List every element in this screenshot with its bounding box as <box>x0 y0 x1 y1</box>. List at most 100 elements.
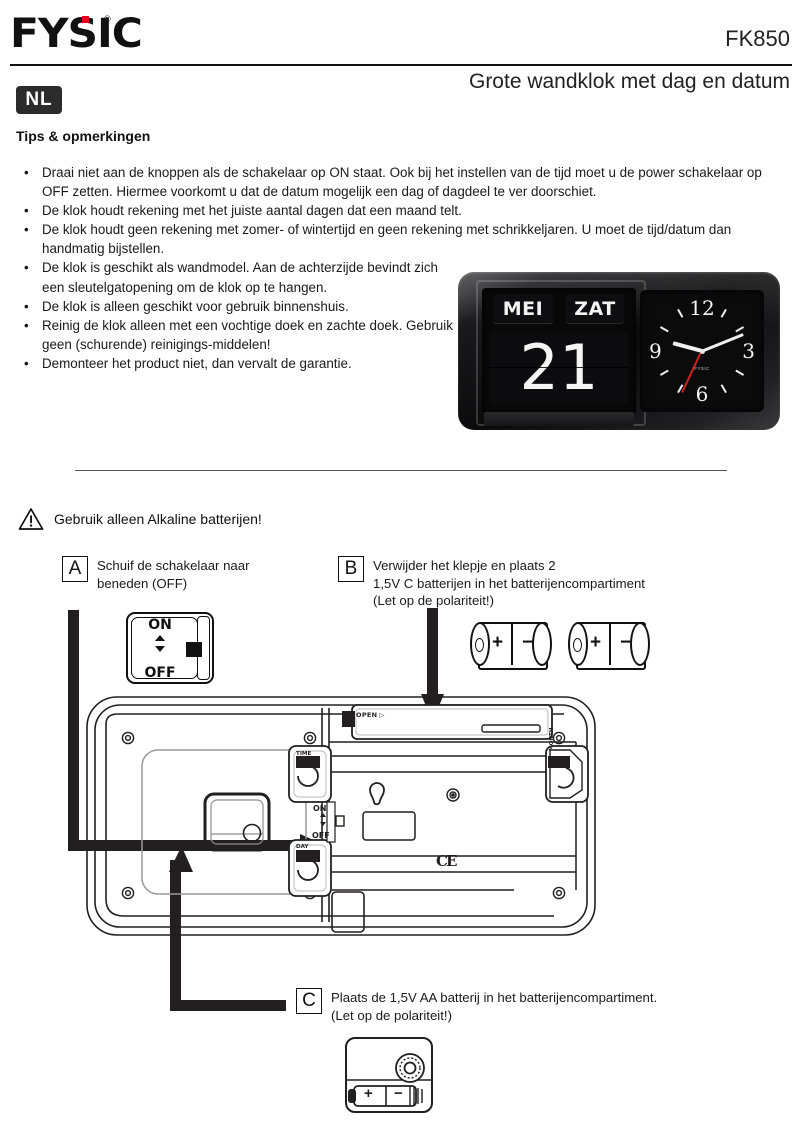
step-c-label: C <box>296 988 322 1014</box>
aa-battery-cell <box>348 1085 423 1107</box>
warning-triangle-icon <box>18 508 44 530</box>
aa-minus-label: − <box>394 1085 403 1102</box>
list-item: • De klok houdt geen rekening met zomer-… <box>16 220 786 258</box>
keyhole-icon <box>369 782 385 806</box>
list-item-text: De klok is alleen geschikt voor gebruik … <box>42 298 349 314</box>
battery-plus-label: + <box>590 632 602 653</box>
screw-icon <box>121 731 135 745</box>
bullet-icon: • <box>24 165 29 180</box>
dial-face: 12 3 6 9 FYSIC <box>646 296 758 406</box>
dial-number-12: 12 <box>689 296 715 320</box>
panel-switch-on-label: ON <box>313 804 327 813</box>
back-shell-outline <box>86 696 596 936</box>
section-divider <box>75 470 727 471</box>
battery-cap-right <box>630 622 650 666</box>
step-a-line-1: Schuif de schakelaar naar <box>97 558 250 573</box>
step-a-line-2: beneden (OFF) <box>97 575 188 591</box>
panel-triangle-down-icon <box>320 822 326 826</box>
flip-month-card: MEI <box>493 294 553 324</box>
list-item-text: De klok houdt rekening met het juiste aa… <box>42 203 462 219</box>
battery-cap-right <box>532 622 552 666</box>
door-grip <box>481 724 541 733</box>
flip-date-card: 21 <box>490 332 628 404</box>
aa-battery-illustration: + − <box>344 1036 434 1114</box>
stand-foot <box>331 891 365 933</box>
flip-seam <box>490 367 628 368</box>
panel-switch-off-label: OFF <box>312 831 330 840</box>
screw-icon <box>552 886 566 900</box>
model-number: FK850 <box>725 26 790 51</box>
tips-list: • Draai niet aan de knoppen als de schak… <box>16 163 786 373</box>
dial-tick <box>720 308 727 318</box>
shell-highlight-top <box>105 713 564 725</box>
power-switch-knob <box>335 815 345 827</box>
label-plate <box>362 811 416 841</box>
list-item-text: De klok is geschikt als wandmodel. Aan d… <box>42 260 438 295</box>
switch-knob <box>186 642 202 657</box>
battery-terminal-nub <box>475 638 484 652</box>
page-header: FYSIC ® FK850 Grote wandklok met dag en … <box>0 0 802 93</box>
product-photo-front: MEI ZAT 21 12 3 6 9 FYSIC <box>458 272 780 430</box>
tips-heading: Tips & opmerkingen <box>16 128 151 144</box>
aa-negative-contact <box>348 1089 356 1103</box>
dial-tick <box>720 384 727 394</box>
screw-icon <box>552 731 566 745</box>
day-dial-label: DAY <box>296 844 309 850</box>
flip-panel-base <box>484 412 634 426</box>
header-divider <box>10 64 792 66</box>
battery-plus-label: + <box>492 632 504 653</box>
dial-tick <box>677 308 684 318</box>
panel-triangle-up-icon <box>320 813 326 817</box>
list-item-text: De klok houdt geen rekening met zomer- o… <box>42 222 732 257</box>
bullet-icon: • <box>24 222 29 238</box>
battery-divider <box>609 623 611 665</box>
aa-hatch-group <box>203 792 271 852</box>
door-latch <box>342 711 355 727</box>
open-arrow-icon: ▷ <box>379 711 385 719</box>
open-label: OPEN▷ <box>356 711 385 719</box>
hatch-knob-icon <box>242 823 262 843</box>
aa-battery-drawing <box>345 1037 433 1113</box>
battery-door-group <box>342 704 553 740</box>
switch-off-label: OFF <box>144 665 176 681</box>
step-b-line-3: (Let op de polariteit!) <box>373 593 494 609</box>
bullet-icon: • <box>24 260 29 276</box>
time-dial-label: TIME <box>296 751 312 757</box>
shell-highlight-left <box>105 724 554 917</box>
aa-plus-label: + <box>364 1085 373 1102</box>
aa-spring-contact <box>409 1086 423 1106</box>
step-a-label: A <box>62 556 88 582</box>
back-panel-drawing <box>86 696 596 936</box>
switch-on-label: ON <box>148 617 172 633</box>
battery-minus-label: − <box>522 632 534 653</box>
battery-minus-label: − <box>620 632 632 653</box>
month-dial-group <box>545 745 589 803</box>
triangle-up-icon <box>155 635 165 641</box>
list-item: • De klok is alleen geschikt voor gebrui… <box>16 297 786 316</box>
power-switch-group <box>326 801 345 843</box>
product-back-diagram: OPEN▷ TIME DAY MONTH ON OFF CE <box>84 694 598 954</box>
bullet-icon: • <box>24 317 29 333</box>
left-recess-plate <box>141 749 307 895</box>
step-a: A Schuif de schakelaar naar beneden (OFF… <box>62 556 249 592</box>
time-dial-group <box>288 745 332 803</box>
step-a-text: Schuif de schakelaar naar beneden (OFF) <box>97 556 249 592</box>
list-item-text: Demonteer het product niet, dan vervalt … <box>42 355 352 371</box>
bullet-icon: • <box>24 355 29 371</box>
flip-calendar-panel: MEI ZAT 21 <box>482 288 636 414</box>
bullet-icon: • <box>24 298 29 314</box>
dial-tick <box>659 369 669 376</box>
analog-clock-dial: 12 3 6 9 FYSIC <box>640 290 764 412</box>
list-item-text: Draai niet aan de knoppen als de schakel… <box>42 165 762 200</box>
flip-weekday-card: ZAT <box>566 294 624 324</box>
page-title: Grote wandklok met dag en datum <box>468 70 790 93</box>
dial-number-9: 9 <box>649 339 662 363</box>
dial-tick <box>735 369 745 376</box>
triangle-down-icon <box>155 646 165 652</box>
dial-center-pin <box>699 348 705 354</box>
list-item: • De klok houdt rekening met het juiste … <box>16 201 786 220</box>
step-c: C Plaats de 1,5V AA batterij in het batt… <box>296 988 657 1024</box>
flip-top-row: MEI ZAT <box>482 288 636 328</box>
minute-hand <box>701 333 744 353</box>
